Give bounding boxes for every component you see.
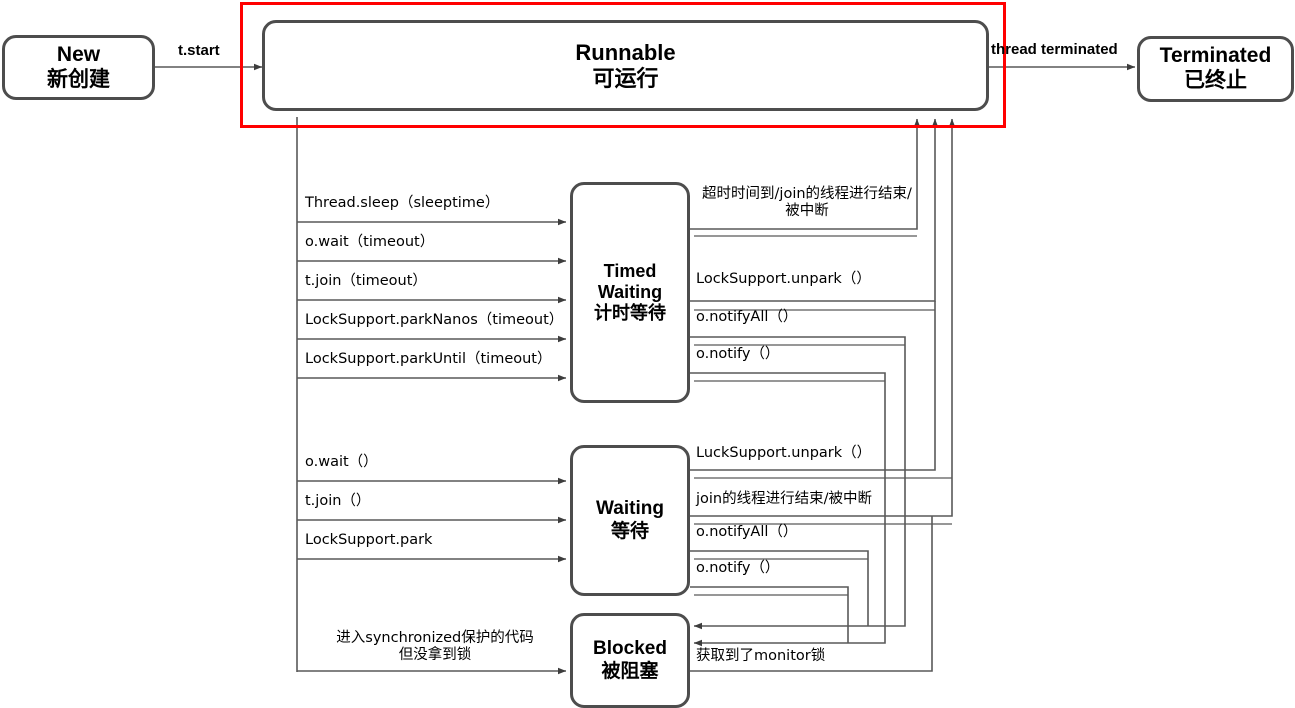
state-runnable[interactable]: Runnable 可运行	[262, 20, 989, 111]
edge-label-to-blocked: 进入synchronized保护的代码 但没拿到锁	[336, 630, 534, 664]
edge-label-from-timed-waiting-0: 超时时间到/join的线程进行结束/ 被中断	[702, 186, 912, 220]
edge-label-to-timed-waiting-4: LockSupport.parkUntil（timeout）	[305, 351, 552, 367]
state-waiting-label-zh: 等待	[610, 520, 649, 542]
state-new[interactable]: New 新创建	[2, 35, 155, 100]
state-blocked[interactable]: Blocked 被阻塞	[570, 613, 690, 708]
state-terminated-label-zh: 已终止	[1184, 69, 1247, 92]
state-waiting-label-en: Waiting	[596, 498, 664, 520]
state-timed-waiting[interactable]: Timed Waiting 计时等待	[570, 182, 690, 403]
edge-label-to-waiting-2: LockSupport.park	[305, 532, 433, 548]
edge-label-thread-terminated: thread terminated	[991, 41, 1118, 58]
edge-label-to-timed-waiting-3: LockSupport.parkNanos（timeout）	[305, 312, 564, 328]
edge-label-from-waiting-0: LuckSupport.unpark（）	[696, 445, 872, 461]
state-timed-waiting-label-en2: Waiting	[597, 281, 663, 302]
edge-label-to-waiting-0: o.wait（）	[305, 454, 378, 470]
state-waiting[interactable]: Waiting 等待	[570, 445, 690, 596]
edge-label-from-waiting-3: o.notify（）	[696, 560, 780, 576]
edge-label-from-timed-waiting-2: o.notifyAll（）	[696, 309, 798, 325]
edge-label-from-timed-waiting-1: LockSupport.unpark（）	[696, 271, 871, 287]
state-terminated[interactable]: Terminated 已终止	[1137, 36, 1294, 102]
state-blocked-label-en: Blocked	[593, 638, 667, 660]
state-new-label-zh: 新创建	[47, 67, 110, 91]
edge-label-to-timed-waiting-0: Thread.sleep（sleeptime）	[305, 195, 500, 211]
state-timed-waiting-label-en1: Timed	[603, 260, 657, 281]
state-runnable-label-zh: 可运行	[592, 65, 659, 91]
state-timed-waiting-label-zh: 计时等待	[594, 303, 666, 324]
edge-label-from-waiting-2: o.notifyAll（）	[696, 524, 798, 540]
state-new-label-en: New	[56, 42, 101, 66]
edge-label-from-blocked: 获取到了monitor锁	[696, 648, 826, 664]
state-blocked-label-zh: 被阻塞	[601, 660, 659, 682]
edge-label-to-waiting-1: t.join（）	[305, 493, 371, 509]
edge-label-from-timed-waiting-3: o.notify（）	[696, 346, 780, 362]
state-runnable-label-en: Runnable	[575, 39, 676, 65]
state-terminated-label-en: Terminated	[1159, 44, 1272, 68]
edge-label-to-timed-waiting-2: t.join（timeout）	[305, 273, 427, 289]
edge-label-to-timed-waiting-1: o.wait（timeout）	[305, 234, 435, 250]
edge-label-from-waiting-1: join的线程进行结束/被中断	[696, 491, 873, 507]
edge-label-t-start: t.start	[178, 42, 220, 59]
